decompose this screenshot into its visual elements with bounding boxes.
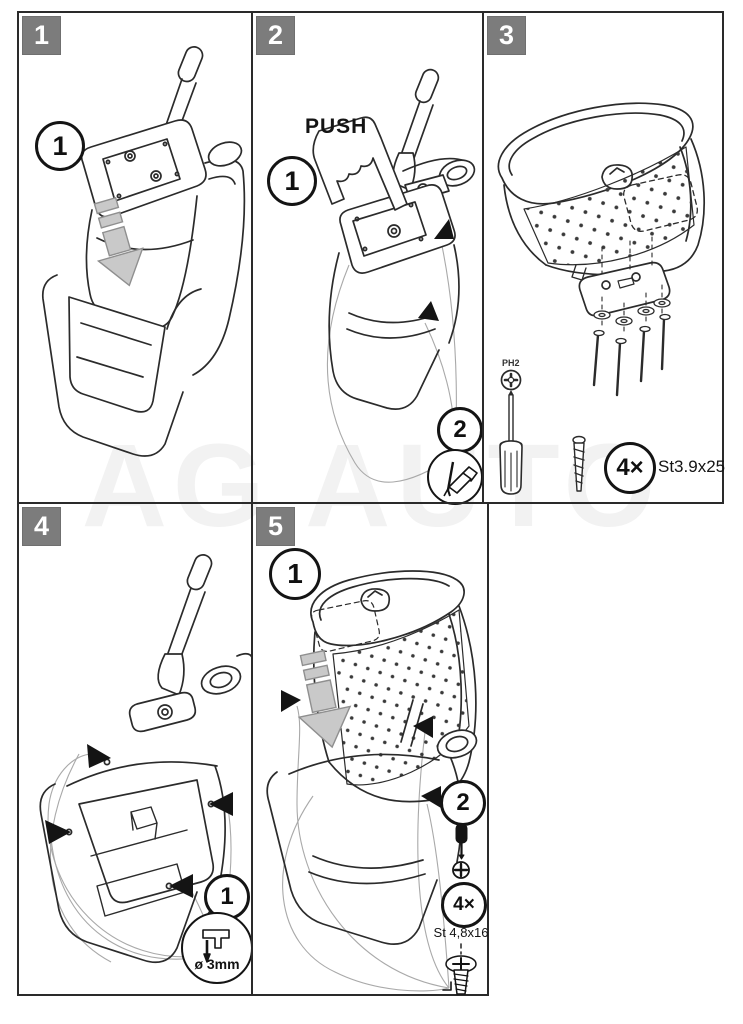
handbrake-lever-icon	[392, 68, 440, 191]
step-2-circle: 2	[440, 780, 486, 826]
panel-1-drawing	[41, 46, 246, 457]
screw-sample-icon	[572, 435, 586, 492]
screw-spec-label: St3.9x25	[658, 457, 726, 476]
screwdriver-icon	[499, 369, 523, 495]
push-label: PUSH	[305, 115, 368, 138]
tools-column	[442, 823, 477, 995]
quantity-circle: 4×	[604, 442, 656, 494]
panel-step-2: 2 PUSH 1 2	[251, 11, 484, 505]
screw-icon	[445, 955, 477, 995]
screws-icon	[592, 313, 671, 397]
console-side-icon	[192, 141, 246, 376]
leader-lines	[282, 705, 450, 992]
step-1-circle: 1	[269, 548, 321, 600]
insert-down-arrow-icon	[93, 196, 144, 287]
panel-4-drawing	[39, 554, 253, 964]
leader-corner-mark	[442, 981, 452, 991]
push-hand-icon	[312, 116, 408, 211]
panel-3-number-badge: 3	[487, 16, 526, 55]
pointer-arrows	[418, 219, 454, 321]
step-1-circle: 1	[35, 121, 85, 171]
panel-step-1: 1 1	[17, 11, 253, 504]
console-tray-icon	[128, 691, 197, 733]
panel-5-number-badge: 5	[256, 507, 295, 546]
mini-screwdriver-icon	[455, 823, 468, 860]
screwdriver-size-label: PH2	[502, 358, 520, 368]
pointer-arrows	[281, 690, 441, 808]
panel-step-4: 4 1 ø 3mm	[17, 502, 253, 996]
cupholder-icon	[200, 652, 253, 695]
drill-tool-circle: ø 3mm	[181, 912, 253, 984]
panel-step-3: 3 PH2 4× St3.9x25	[482, 11, 726, 504]
panel-3-drawing	[497, 102, 705, 495]
step-2-circle: 2	[437, 407, 483, 453]
insert-down-arrow-icon	[297, 649, 352, 749]
phillips-head-icon	[452, 861, 470, 879]
armrest-assembled-icon	[497, 102, 705, 283]
screw-spec-label: St 4,8x16	[433, 925, 489, 940]
armrest-base-mounted-icon	[328, 184, 456, 410]
handbrake-lever-icon	[157, 554, 213, 696]
panel-step-5: 5 1 2 4× St 4,8x16	[251, 502, 489, 996]
panel-5-drawing	[266, 570, 478, 995]
drill-diameter-label: ø 3mm	[194, 956, 240, 972]
panel-2-number-badge: 2	[256, 16, 295, 55]
quantity-circle: 4×	[441, 882, 487, 928]
drill-bit-icon	[202, 929, 230, 963]
cutter-tool-circle	[427, 449, 483, 505]
panel-1-number-badge: 1	[22, 16, 61, 55]
leader-lines	[326, 240, 457, 483]
step-1-circle: 1	[267, 156, 317, 206]
console-base-icon	[41, 274, 202, 457]
pointer-arrows	[45, 744, 233, 898]
panel-4-number-badge: 4	[22, 507, 61, 546]
washers-icon	[593, 284, 671, 336]
armrest-icon	[310, 570, 477, 803]
cutter-knife-icon	[443, 461, 478, 497]
panel-2-drawing	[312, 68, 476, 483]
watermark-text: AG AUTO	[81, 420, 662, 552]
